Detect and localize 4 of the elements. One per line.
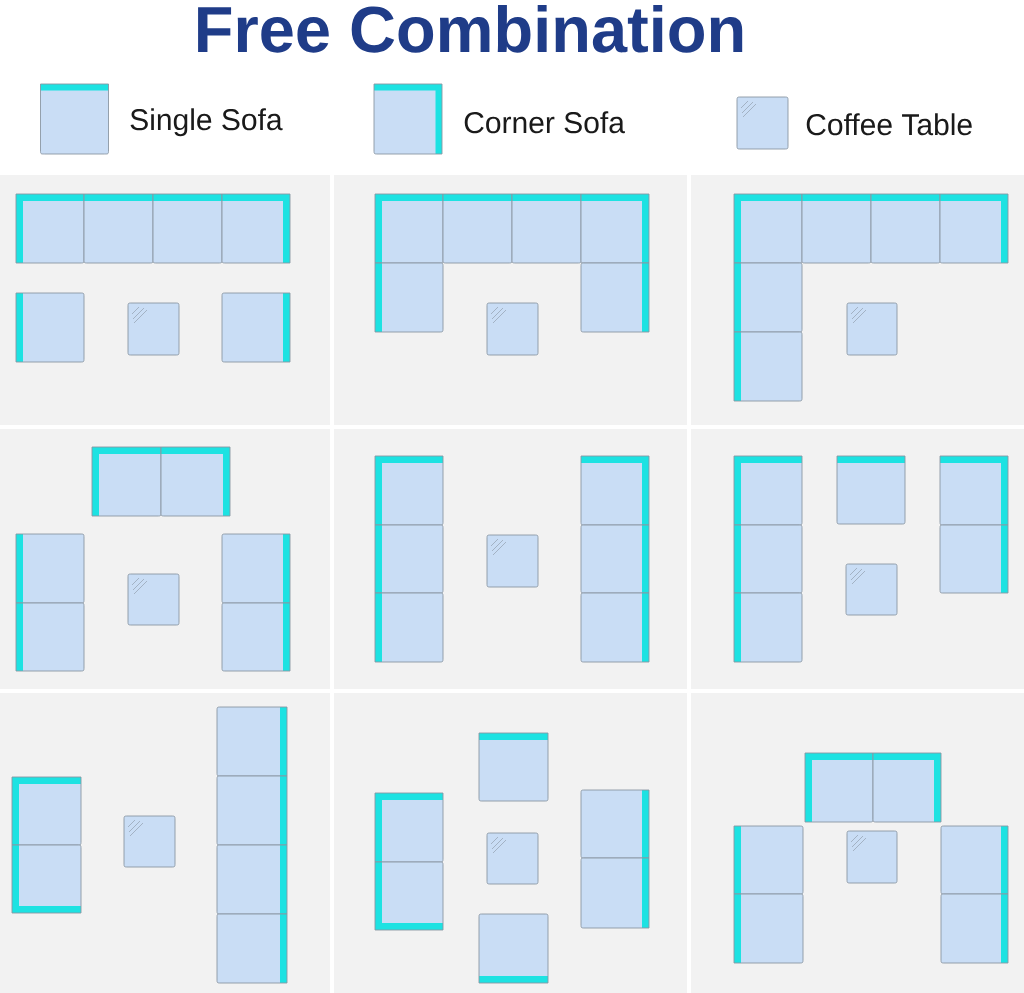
title: Free Combination <box>198 4 743 53</box>
legend-label: Single Sofa <box>130 108 283 137</box>
legend-label: Coffee Table <box>806 113 972 136</box>
legend-label: Corner Sofa <box>464 111 625 134</box>
